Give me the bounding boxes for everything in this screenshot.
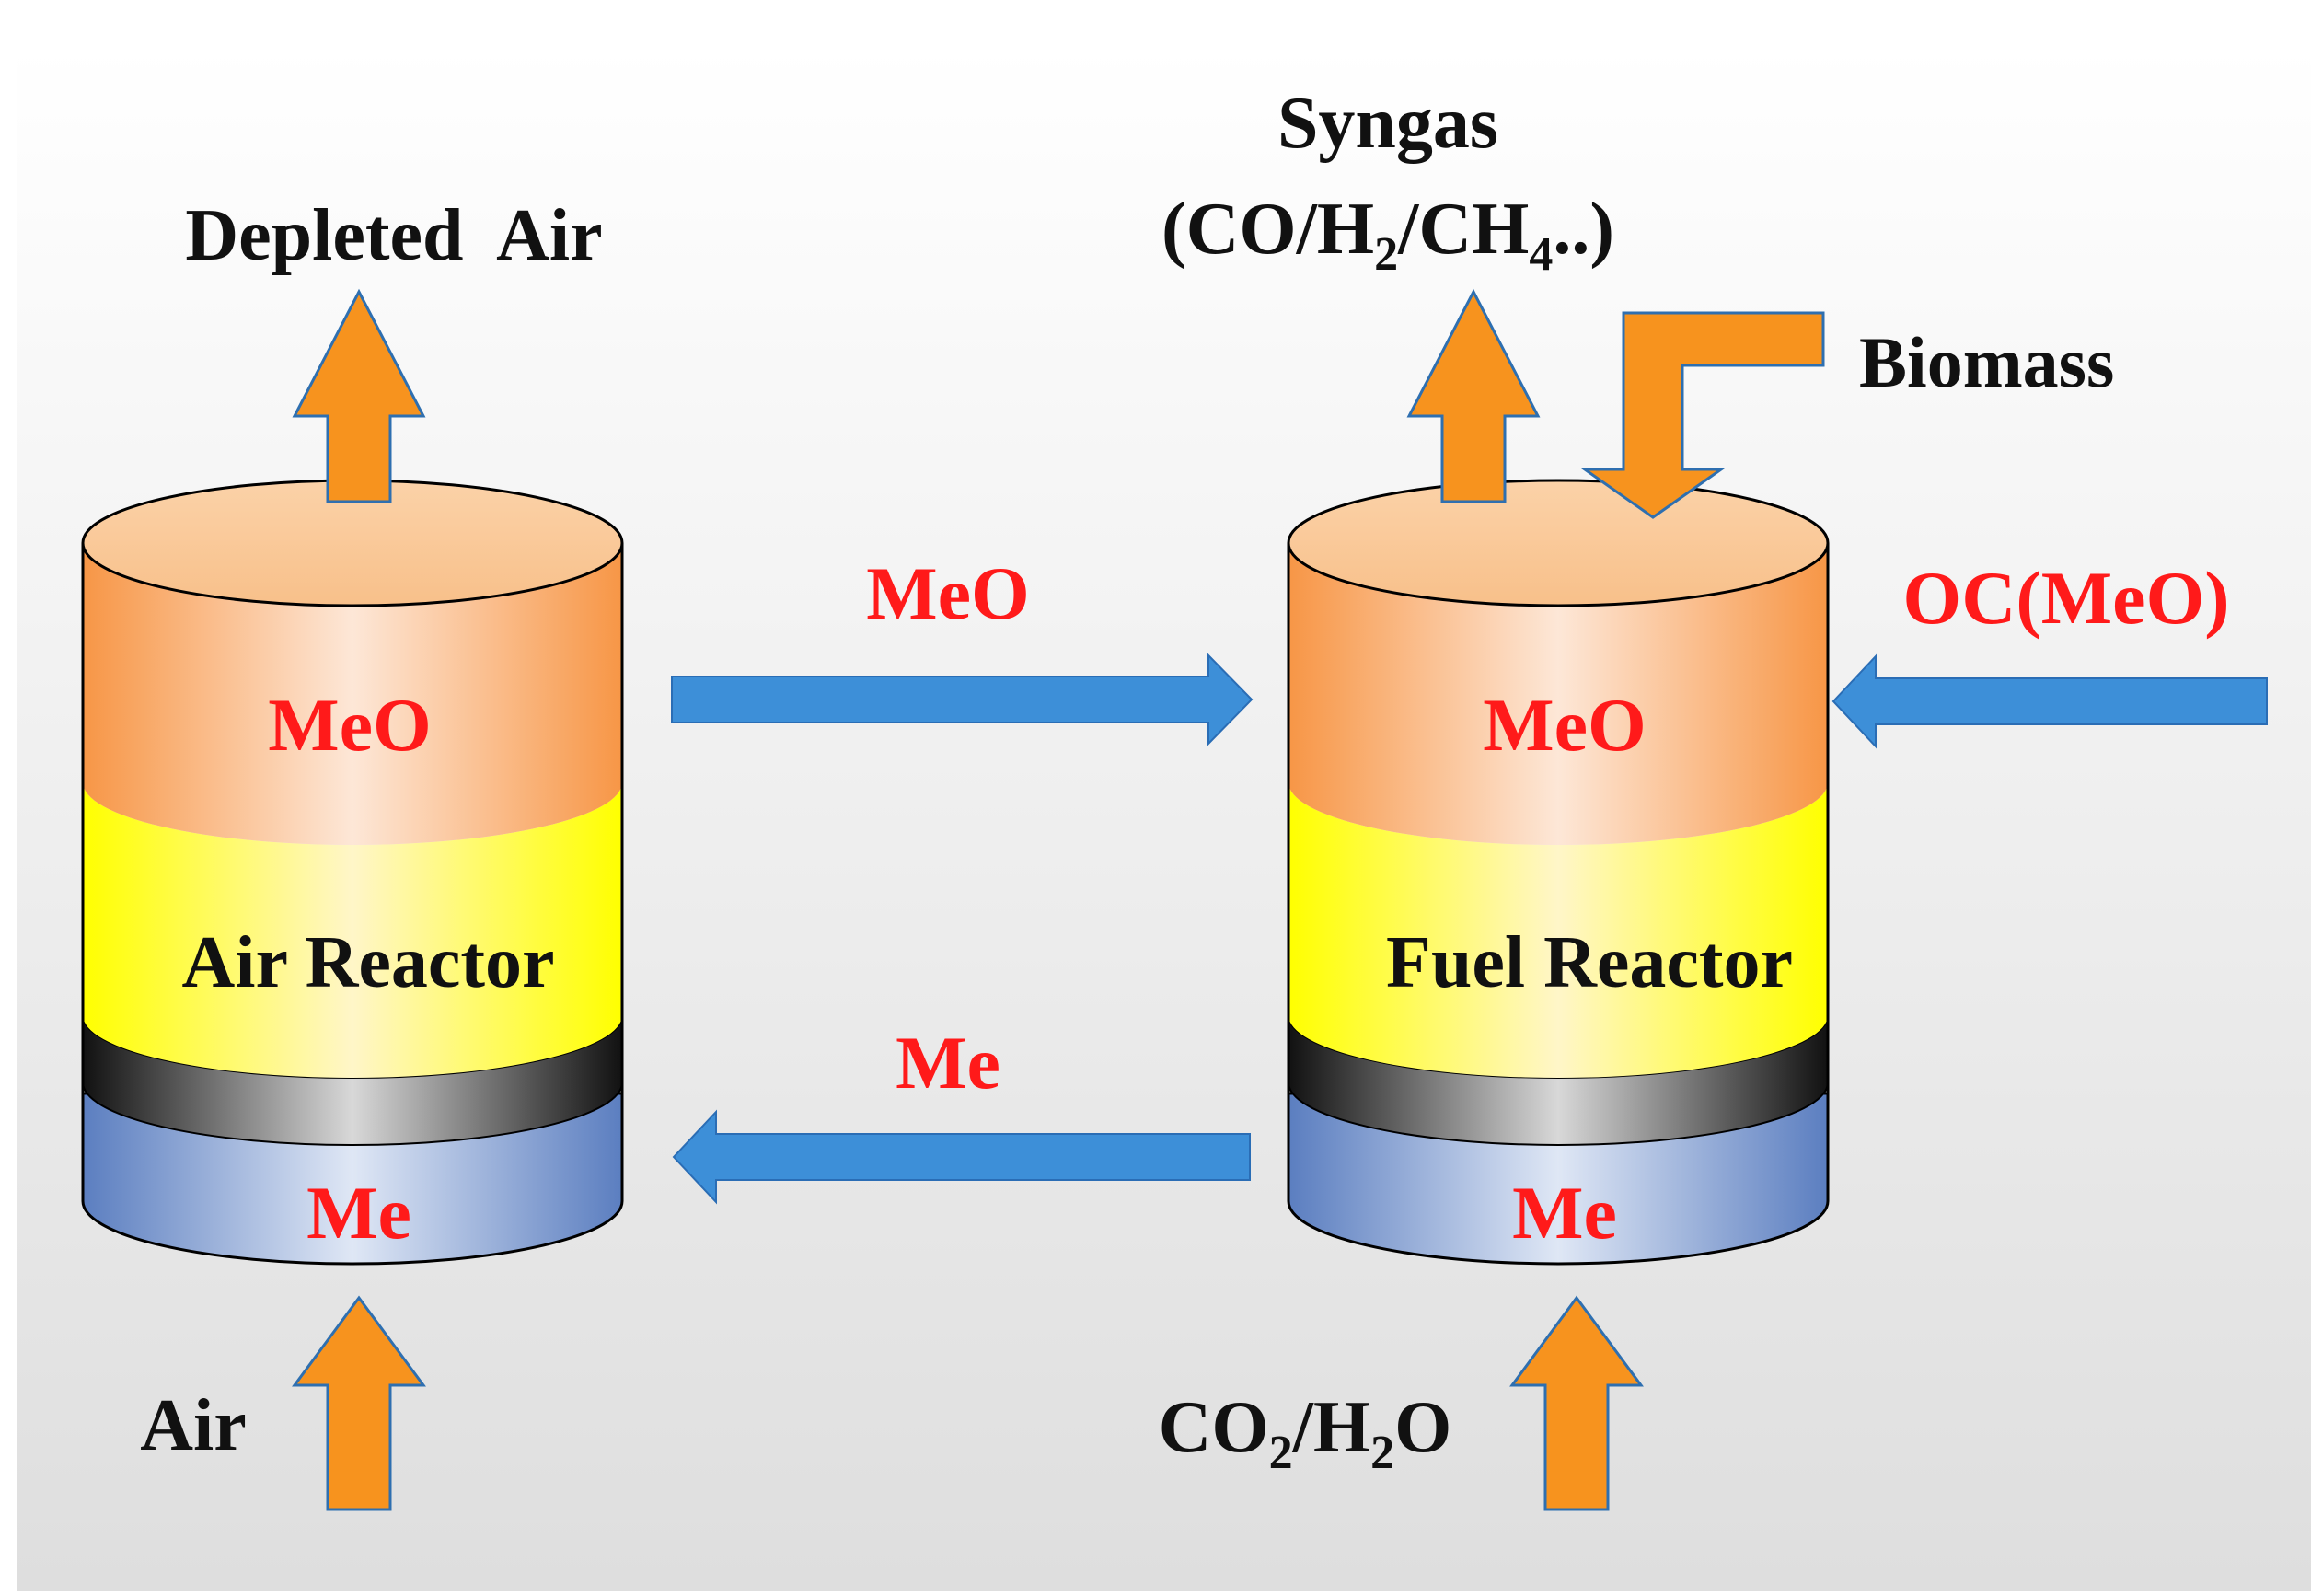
fuel-reactor-me-label: Me <box>1512 1171 1617 1255</box>
air-reactor-meo-layer <box>83 543 622 845</box>
co2-h2o-inlet-arrow <box>1509 1295 1644 1511</box>
depleted-air-arrow <box>292 288 426 503</box>
air-reactor-meo-label: MeO <box>268 683 432 767</box>
syngas-title: Syngas <box>1277 83 1498 164</box>
biomass-label: Biomass <box>1859 322 2114 402</box>
biomass-inlet-arrow <box>1580 311 1825 519</box>
fuel-reactor: MeO Fuel Reactor Me <box>1287 479 1830 1266</box>
me-transfer-arrow <box>672 1109 1251 1205</box>
me-transfer-label: Me <box>896 1021 1000 1104</box>
fuel-reactor-name: Fuel Reactor <box>1386 922 1793 1003</box>
fuel-reactor-reaction-layer <box>1288 782 1828 1078</box>
fuel-reactor-meo-label: MeO <box>1483 683 1647 767</box>
oc-meo-label: OC(MeO) <box>1902 556 2229 640</box>
meo-transfer-arrow <box>671 653 1254 746</box>
co2-h2o-label: CO2/H2O <box>1159 1387 1452 1479</box>
oc-feed-arrow <box>1831 653 2268 749</box>
depleted-air-label: Depleted Air <box>185 195 602 276</box>
syngas-arrow <box>1406 288 1541 503</box>
fuel-reactor-meo-layer <box>1288 543 1828 845</box>
meo-transfer-label: MeO <box>866 551 1030 635</box>
air-inlet-arrow <box>292 1295 426 1511</box>
air-label: Air <box>140 1385 247 1466</box>
syngas-formula: (CO/H2/CH4..) <box>1161 189 1614 281</box>
air-reactor-reaction-layer <box>83 782 622 1078</box>
fuel-reactor-top-cap <box>1287 479 1830 607</box>
air-reactor-me-label: Me <box>306 1171 411 1255</box>
air-reactor: MeO Air Reactor Me <box>81 479 624 1266</box>
air-reactor-name: Air Reactor <box>182 922 555 1003</box>
